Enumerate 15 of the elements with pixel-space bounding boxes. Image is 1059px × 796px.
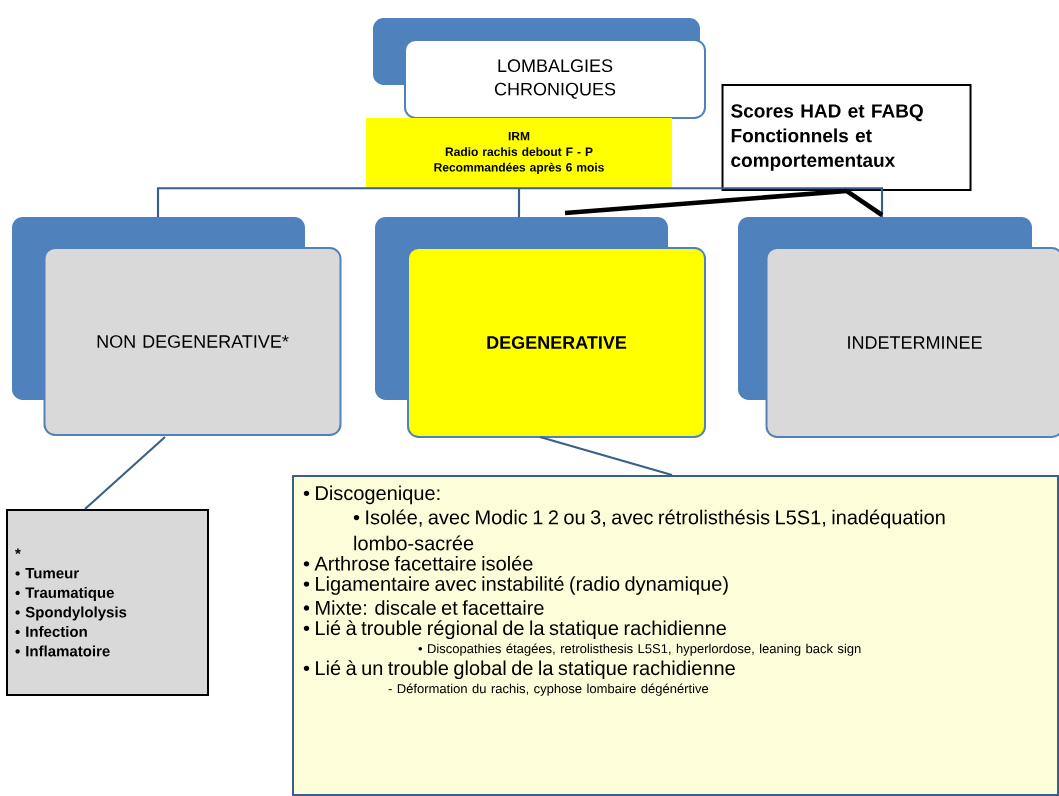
category-box: DEGENERATIVE (375, 217, 706, 438)
connector-line (539, 436, 673, 477)
connector-line (564, 188, 847, 216)
category-box: INDETERMINEE (738, 217, 1059, 438)
category-box: NON DEGENERATIVE* (12, 217, 342, 436)
imaging-box: IRM Radio rachis debout F - P Recommandées après 6 mois (366, 118, 672, 188)
connector-line (84, 436, 166, 510)
cause-list-box: * • Tumeur • Traumatique • Spondylolysis • Infection • Inflamatoire (6, 509, 209, 696)
connector-line (845, 189, 884, 217)
finding-list-box: • Discogenique: • Isolée, avec Modic 1 2 ou 3, avec rétrolisthésis L5S1, inadéquation lombo-sacrée • Arthrose facettaire isolée • Ligamentaire avec instabilité (radio dynamique) • Mixte: discale et facettaire • Lié à trouble régional de la statique rachidienne • Discopathies étagées, retrolisthesis L5S1, hyperlordose, leaning back sign • Lié à un trouble global de la statique rachidienne - Déformation du rachis, cyphose lombaire dégénértive (292, 475, 1059, 796)
connector-line (519, 187, 884, 217)
title-box: LOMBALGIES CHRONIQUES (373, 18, 706, 119)
connector-line (156, 187, 519, 217)
connector-line (517, 188, 521, 218)
scores-box: Scores HAD et FABQ Fonctionnels et comportementaux (721, 84, 972, 191)
